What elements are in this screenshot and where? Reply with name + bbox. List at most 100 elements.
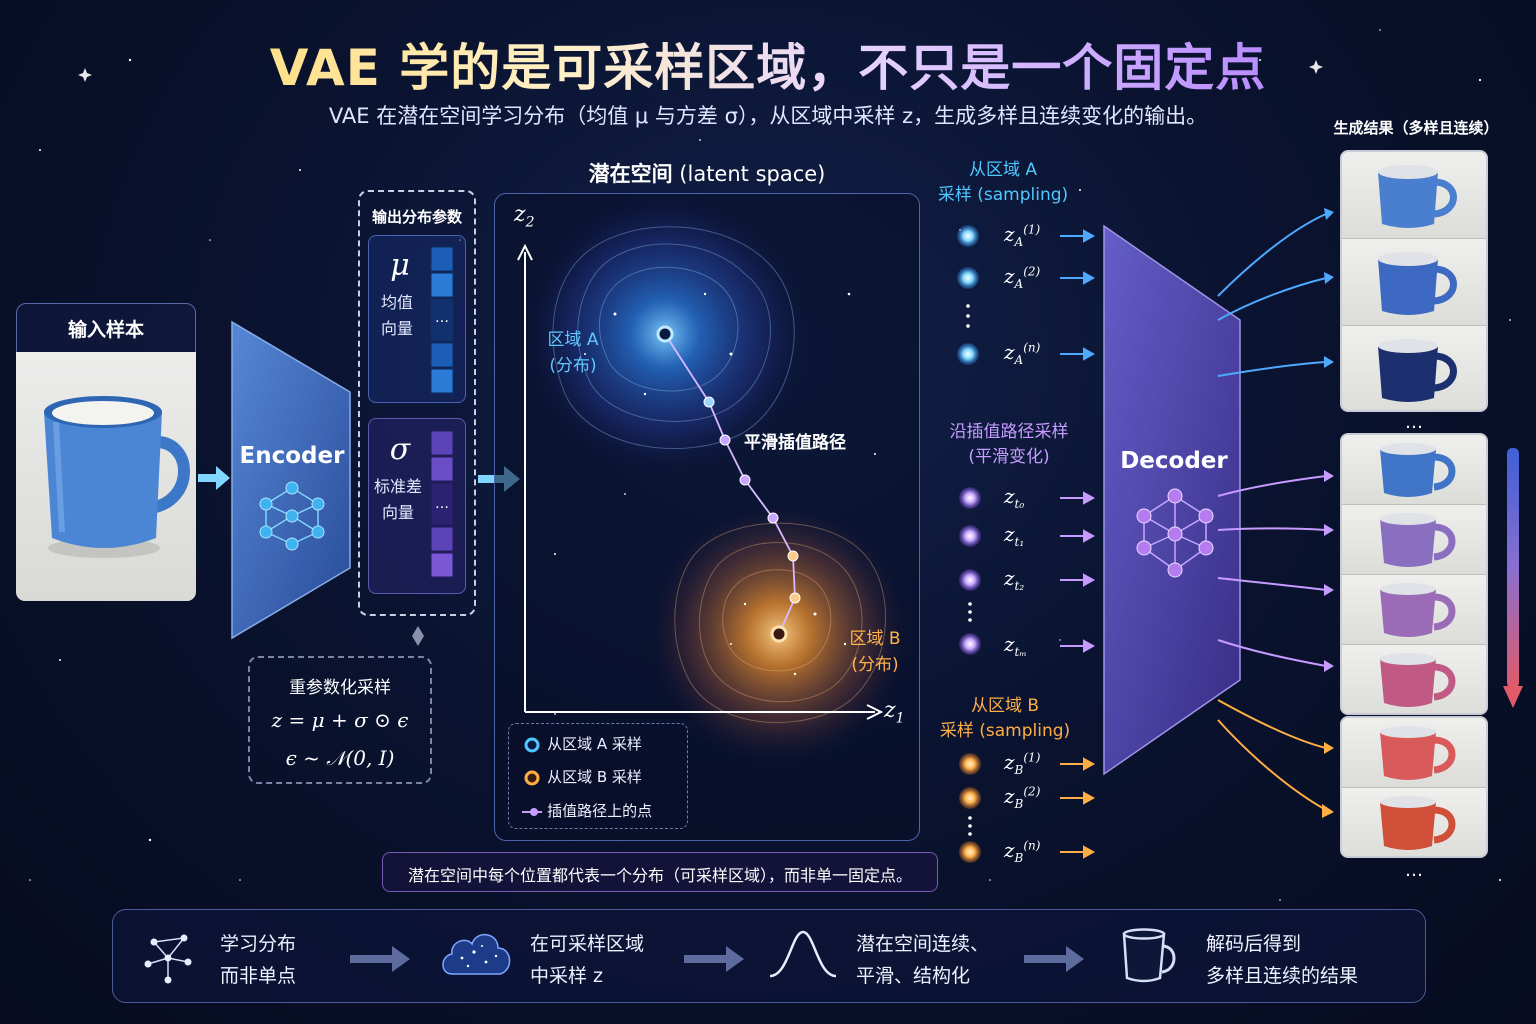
- sampling-markers: [957, 225, 1096, 863]
- result-mug-t3: [1342, 575, 1486, 645]
- reparam-noise-formula: ϵ ~ 𝒩(0, I): [285, 746, 395, 770]
- mu-vector-cells: [430, 246, 454, 394]
- result-mug-a3: [1342, 326, 1486, 410]
- output-params-box: [358, 190, 476, 616]
- encoder-network-icon: [259, 481, 325, 551]
- mu-symbol: μ: [390, 248, 410, 283]
- b-sample-dots: [959, 753, 981, 863]
- page-title: VAE 学的是可采样区域，不只是一个固定点: [269, 39, 1267, 97]
- result-mug-b1: [1342, 718, 1486, 788]
- z-tm-label: ztₘ: [1004, 632, 1027, 659]
- region-b-label: 区域 B(分布): [849, 629, 901, 675]
- summary-arrow-1: [350, 946, 410, 972]
- mug-t3-icon: [1380, 583, 1456, 637]
- b-sample-arrows: [1060, 757, 1096, 859]
- z-t2-label: zt₂: [1004, 566, 1025, 593]
- mug-t2-icon: [1380, 513, 1456, 567]
- mu-label-line2: 向量: [380, 319, 413, 338]
- summary-step-1: 学习分布而非单点: [220, 933, 297, 987]
- a-sample-arrows: [1060, 229, 1096, 361]
- axis-y-label: z2: [514, 202, 535, 231]
- page-subtitle: VAE 在潜在空间学习分布（均值 μ 与方差 σ），从区域中采样 z，生成多样且…: [328, 104, 1208, 128]
- interpolation-path-line: [664, 333, 796, 635]
- z-a-n-label: zA(n): [1004, 340, 1041, 367]
- mug-b1-icon: [1380, 726, 1456, 780]
- results-title: 生成结果（多样且连续）: [1333, 119, 1499, 137]
- summary-arrow-3: [1024, 946, 1084, 972]
- mu-vector-ellipsis: …: [435, 310, 449, 326]
- sigma-vector-ellipsis: …: [435, 496, 449, 512]
- summary-step-2: 在可采样区域中采样 z: [530, 933, 645, 987]
- latent-space-title: 潜在空间 (latent space): [494, 158, 920, 188]
- mu-label-line1: 均值: [380, 293, 413, 312]
- legend-path-dot-icon: [522, 807, 542, 816]
- mug-t4-icon: [1380, 653, 1456, 707]
- input-mug-image: [16, 352, 196, 601]
- graph-nodes-icon: [144, 934, 192, 984]
- axis-x-label: z1: [884, 698, 905, 727]
- z-t1-label: zt₁: [1004, 522, 1025, 549]
- latent-space-plot: [517, 194, 909, 764]
- decoder-network-icon: [1136, 488, 1214, 578]
- sigma-label-line1: 标准差: [373, 477, 422, 496]
- latent-note-box: [382, 852, 938, 892]
- legend-item-b: 从区域 B 采样: [522, 766, 642, 788]
- z-t0-label: zt₀: [1004, 484, 1025, 511]
- mug-a2-icon: [1378, 252, 1457, 315]
- result-mug-a1: [1342, 152, 1486, 239]
- encoder-label: Encoder: [239, 443, 345, 469]
- blue-mug-icon: [44, 396, 190, 558]
- progression-arrow: [1503, 448, 1523, 708]
- input-sample-label: 输入样本: [67, 319, 144, 341]
- sigma-symbol: σ: [389, 432, 411, 467]
- mug-t1-icon: [1380, 443, 1456, 497]
- legend-b-dot-icon: [524, 770, 540, 785]
- mug-a1-icon: [1378, 165, 1457, 228]
- z-a-1-label: zA(1): [1004, 222, 1041, 249]
- interpolation-points: [703, 396, 801, 604]
- summary-bar: [112, 909, 1426, 1003]
- z-b-1-label: zB(1): [1004, 750, 1041, 777]
- encoder-block: [231, 320, 351, 640]
- interp-sample-arrows: [1060, 491, 1096, 653]
- decoder-output-arrows: [1217, 208, 1334, 818]
- region-a-center: [656, 325, 674, 343]
- sigma-label-line2: 向量: [381, 503, 414, 522]
- legend-item-path: 插值路径上的点: [522, 800, 652, 822]
- results-group-b: [1340, 716, 1488, 858]
- smooth-curve-icon: [769, 930, 837, 978]
- interp-sample-dots: [959, 487, 981, 655]
- arrow-params-to-reparam: [412, 626, 424, 646]
- results-a-ellipsis: …: [1405, 412, 1423, 433]
- results-group-interp: [1340, 433, 1488, 715]
- a-sample-dots: [957, 225, 979, 365]
- latent-note-text: 潜在空间中每个位置都代表一个分布（可采样区域），而非单一固定点。: [407, 866, 912, 885]
- sampling-interp-heading: 沿插值路径采样(平滑变化): [949, 422, 1069, 467]
- z-a-2-label: zA(2): [1004, 264, 1041, 291]
- results-group-a: [1340, 150, 1488, 412]
- mug-b2-icon: [1380, 796, 1456, 850]
- region-b-center: [770, 625, 788, 643]
- region-a-label: 区域 A(分布): [547, 330, 599, 376]
- output-params-title: 输出分布参数: [371, 208, 462, 226]
- mug-a3-icon: [1378, 339, 1457, 402]
- decoder-label: Decoder: [1120, 448, 1228, 474]
- summary-arrow-2: [684, 946, 744, 972]
- results-b-ellipsis: …: [1405, 860, 1423, 881]
- interpolation-path-label: 平滑插值路径: [744, 433, 846, 453]
- latent-axes: [517, 243, 884, 720]
- result-mug-t2: [1342, 505, 1486, 575]
- result-mug-t1: [1342, 435, 1486, 505]
- z-b-2-label: zB(2): [1004, 784, 1041, 811]
- summary-step-4: 解码后得到多样且连续的结果: [1206, 933, 1359, 987]
- result-mug-a2: [1342, 239, 1486, 326]
- legend-a-dot-icon: [524, 737, 540, 752]
- result-mug-b2: [1342, 788, 1486, 856]
- legend-item-a: 从区域 A 采样: [522, 733, 642, 755]
- latent-title-en: (latent space): [679, 162, 826, 186]
- reparam-box: [248, 656, 432, 784]
- reparam-title: 重参数化采样: [289, 678, 391, 698]
- z-b-n-label: zB(n): [1004, 838, 1041, 865]
